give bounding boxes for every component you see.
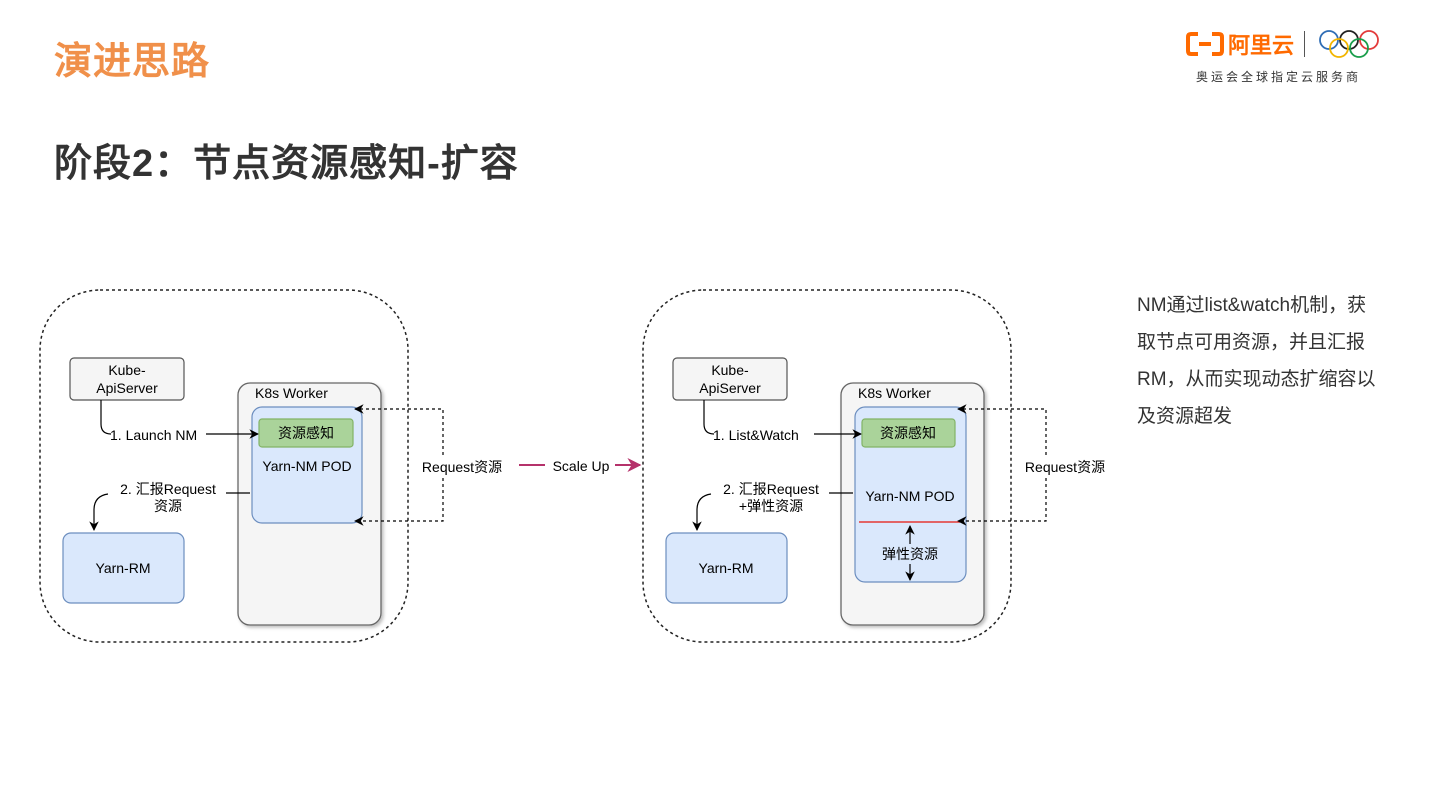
right-rm-label: Yarn-RM <box>699 560 754 576</box>
right-request-loop-top <box>957 404 1047 455</box>
description-text: NM通过list&watch机制，获 取节点可用资源，并且汇报 RM，从而实现动… <box>1137 287 1407 435</box>
right-worker-title: K8s Worker <box>858 385 931 401</box>
left-cluster-boundary <box>39 289 409 643</box>
left-perception-label: 资源感知 <box>278 425 334 441</box>
aliyun-mark-icon <box>1186 32 1224 56</box>
scale-up-label: Scale Up <box>553 458 610 474</box>
left-apiserver-node[interactable]: Kube- ApiServer <box>69 357 185 401</box>
logo-tagline: 奥运会全球指定云服务商 <box>1196 70 1362 84</box>
right-apiserver-node[interactable]: Kube- ApiServer <box>672 357 788 401</box>
description-line-4: 及资源超发 <box>1137 406 1233 427</box>
right-apiserver-label-1: Kube- <box>711 362 749 378</box>
description-line-1: NM通过list&watch机制，获 <box>1137 295 1367 316</box>
slide-title: 阶段2：节点资源感知-扩容 <box>54 143 519 185</box>
left-report-label-2: 资源 <box>154 498 182 514</box>
right-report-label-1: 2. 汇报Request <box>723 481 819 497</box>
logo-brand-text: 阿里云 <box>1228 33 1295 58</box>
scale-up-transition: Scale Up <box>519 458 642 474</box>
left-launch-label: 1. Launch NM <box>110 427 197 443</box>
right-apiserver-label-2: ApiServer <box>699 380 761 396</box>
description-line-2: 取节点可用资源，并且汇报 <box>1137 332 1366 353</box>
right-cluster-boundary <box>642 289 1012 643</box>
left-cluster: Kube- ApiServer K8s Worker Yarn-NM POD 资… <box>39 289 502 643</box>
left-launch-edge-start <box>100 400 112 435</box>
left-apiserver-label-1: Kube- <box>108 362 146 378</box>
left-worker-title: K8s Worker <box>255 385 328 401</box>
right-yarn-nm-pod[interactable]: Yarn-NM POD <box>854 406 967 583</box>
description-line-3: RM，从而实现动态扩缩容以 <box>1137 369 1376 390</box>
right-resource-perception[interactable]: 资源感知 <box>861 418 956 448</box>
left-report-arrow <box>89 493 109 531</box>
logo-divider <box>1304 31 1306 57</box>
right-perception-label: 资源感知 <box>880 425 936 441</box>
right-watch-label: 1. List&Watch <box>713 427 799 443</box>
left-rm-label: Yarn-RM <box>96 560 151 576</box>
right-pod-label: Yarn-NM POD <box>865 488 954 504</box>
right-request-loop-bottom <box>957 478 1047 526</box>
right-cluster: Kube- ApiServer K8s Worker Yarn-NM POD 资… <box>642 289 1105 643</box>
right-yarn-rm-node[interactable]: Yarn-RM <box>665 532 788 604</box>
right-request-label: Request资源 <box>1025 459 1105 475</box>
section-title: 演进思路 <box>54 41 211 83</box>
right-report-arrow <box>692 493 712 531</box>
left-pod-label: Yarn-NM POD <box>262 458 351 474</box>
left-request-loop-top <box>354 404 444 455</box>
left-yarn-rm-node[interactable]: Yarn-RM <box>62 532 185 604</box>
left-resource-perception[interactable]: 资源感知 <box>258 418 354 448</box>
left-report-label-1: 2. 汇报Request <box>120 481 216 497</box>
left-request-label: Request资源 <box>422 459 502 475</box>
right-elastic-label: 弹性资源 <box>882 546 938 562</box>
olympic-rings-icon <box>1319 30 1379 58</box>
right-watch-edge-start <box>703 400 715 435</box>
aliyun-logo: 阿里云 奥运会全球指定云服务商 <box>1186 28 1396 88</box>
left-request-loop-bottom <box>354 478 444 526</box>
right-report-label-2: +弹性资源 <box>739 498 803 514</box>
left-apiserver-label-2: ApiServer <box>96 380 158 396</box>
